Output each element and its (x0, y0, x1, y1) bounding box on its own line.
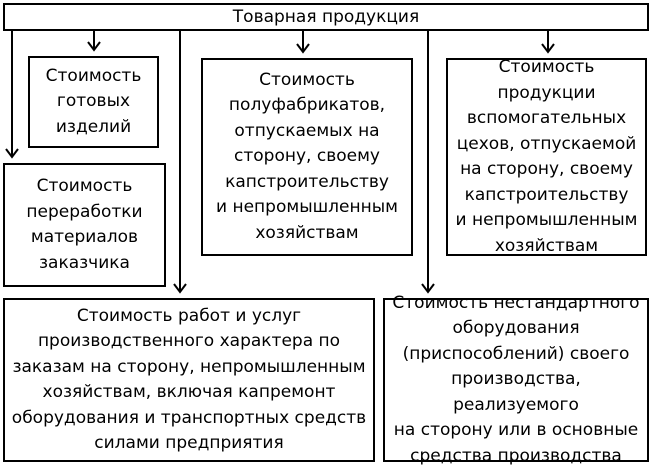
arrowhead-processing (5, 148, 19, 159)
node-auxiliary-shops: Стоимость продукции вспомогательных цехо… (446, 57, 647, 256)
arrowhead-equipment (421, 283, 435, 294)
root-node: Товарная продукция (3, 3, 649, 31)
node-finished-products: Стоимость готовых изделий (28, 56, 159, 148)
arrowhead-finished (87, 41, 101, 52)
arrowhead-semi (296, 43, 310, 54)
arrowhead-works (173, 283, 187, 294)
node-customer-materials: Стоимость переработки материалов заказчи… (3, 163, 166, 287)
node-nonstandard-equipment: Стоимость нестандартного оборудования (п… (383, 293, 649, 466)
arrowhead-aux (541, 43, 555, 54)
node-semi-finished: Стоимость полуфабрикатов, отпускаемых на… (201, 58, 413, 256)
node-works-services: Стоимость работ и услуг производственног… (3, 298, 375, 462)
